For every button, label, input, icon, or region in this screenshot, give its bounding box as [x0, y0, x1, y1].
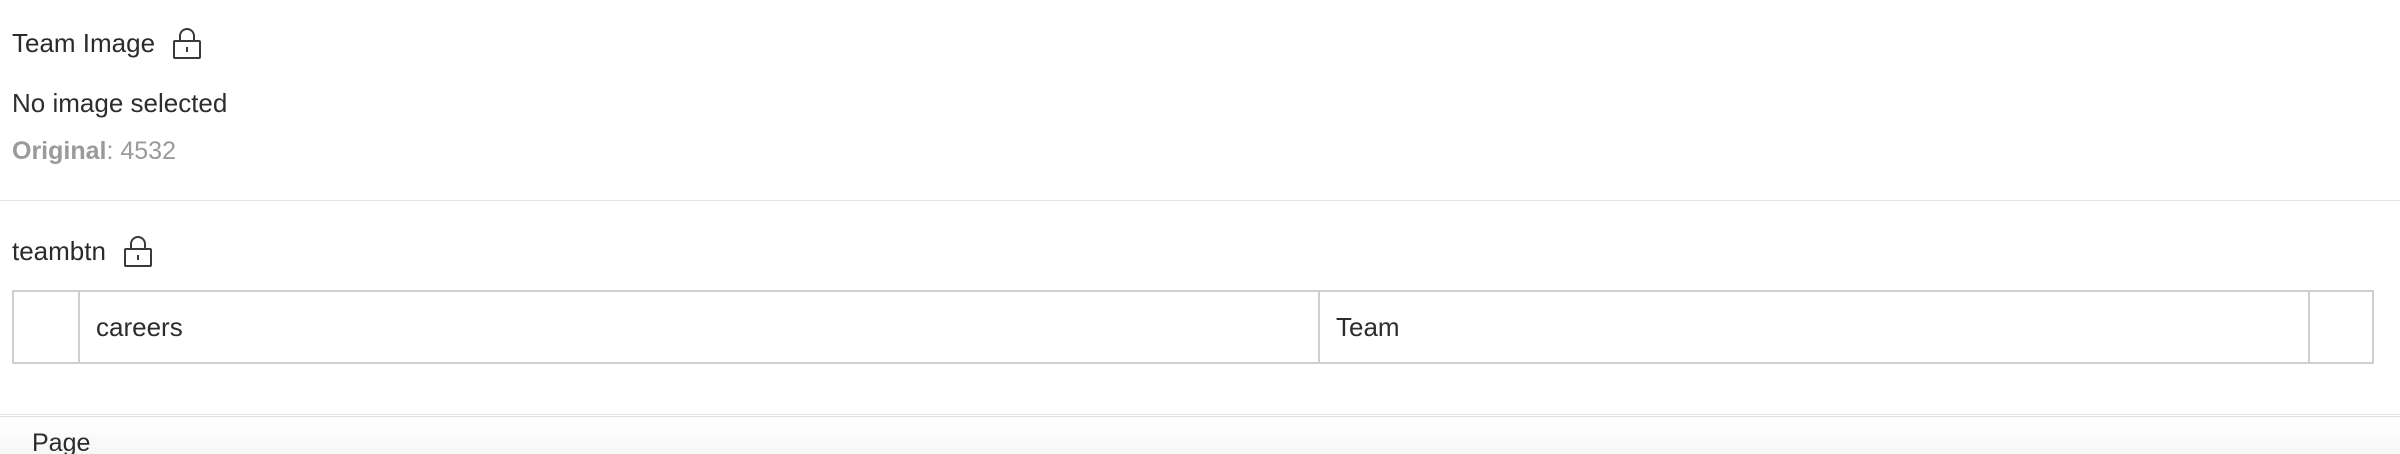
team-image-label-row: Team Image — [12, 26, 2388, 60]
footer-tab-bar: Page — [0, 416, 2400, 454]
original-info: Original: 4532 — [12, 137, 176, 166]
teambtn-field: teambtn — [12, 234, 2388, 268]
lock-icon[interactable] — [122, 234, 154, 268]
lock-icon[interactable] — [171, 26, 203, 60]
teambtn-label: teambtn — [12, 236, 106, 266]
tab-page[interactable]: Page — [32, 429, 91, 454]
link-text-value: Team — [1336, 311, 1400, 342]
teambtn-link-row: careers Team — [12, 290, 2374, 364]
row-actions-cell[interactable] — [2310, 292, 2372, 362]
section-divider — [0, 414, 2400, 415]
team-image-field: Team Image No image selected Original: 4… — [12, 26, 2388, 165]
row-drag-handle[interactable] — [14, 292, 80, 362]
link-slug-text: careers — [96, 311, 183, 342]
image-status-text: No image selected — [12, 88, 228, 118]
original-label: Original — [12, 137, 107, 165]
team-image-label: Team Image — [12, 28, 156, 58]
section-divider — [0, 200, 2400, 201]
teambtn-label-row: teambtn — [12, 234, 2388, 268]
original-value: : 4532 — [106, 137, 176, 165]
link-slug-cell[interactable]: careers — [80, 292, 1320, 362]
link-text-cell[interactable]: Team — [1320, 292, 2310, 362]
